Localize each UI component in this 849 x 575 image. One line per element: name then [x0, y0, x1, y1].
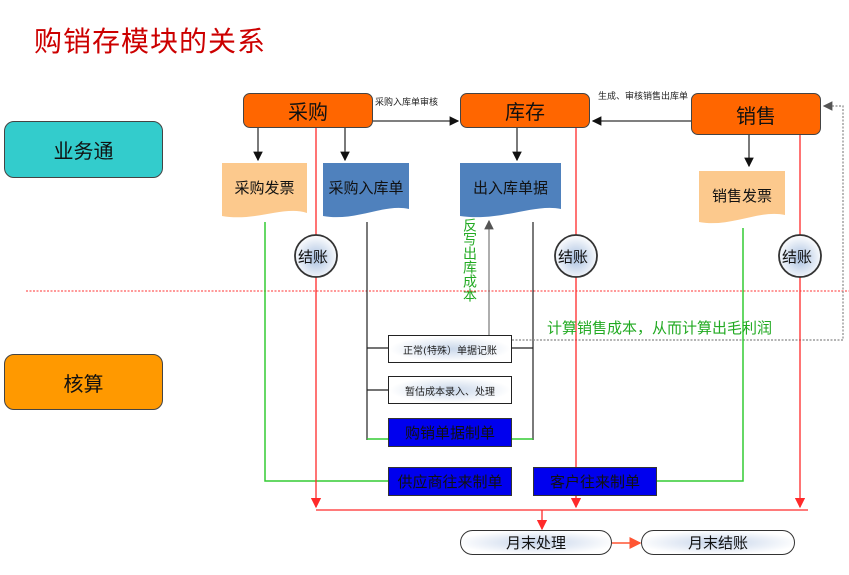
annotation-calc-sales-cost: 计算销售成本，从而计算出毛利润 — [547, 319, 773, 337]
box-estimate-cost[interactable]: 暂估成本录入、处理 — [388, 376, 512, 404]
checkout-circle-sales — [778, 234, 822, 278]
lane-business: 业务通 — [4, 121, 163, 178]
box-purchase-sales-voucher[interactable]: 购销单据制单 — [388, 418, 512, 447]
doc-sales-invoice[interactable]: 销售发票 — [711, 187, 772, 205]
checkout-circle-purchase — [294, 234, 338, 278]
month-end-closing[interactable]: 月末结账 — [641, 530, 795, 555]
process-sales[interactable]: 销售 — [691, 93, 821, 135]
annotation-write-back-cost: 反写出库成本 — [461, 218, 477, 302]
box-supplier-voucher[interactable]: 供应商往来制单 — [388, 467, 512, 496]
month-end-processing[interactable]: 月末处理 — [460, 530, 612, 555]
purchase-receipt-doc-shape — [323, 163, 409, 218]
checkout-inventory-label: 结账 — [558, 248, 589, 266]
sales-invoice-doc-shape — [699, 171, 785, 224]
process-inventory[interactable]: 库存 — [460, 93, 590, 128]
doc-purchase-invoice[interactable]: 采购发票 — [234, 179, 295, 197]
process-purchase[interactable]: 采购 — [243, 93, 373, 128]
doc-purchase-receipt[interactable]: 采购入库单 — [328, 179, 404, 197]
checkout-purchase-label: 结账 — [298, 248, 329, 266]
checkout-sales-label: 结账 — [782, 248, 813, 266]
line-purchase-invoice-voucher — [264, 222, 388, 482]
inout-docs-doc-shape — [460, 163, 561, 218]
label-sales-outbound: 生成、审核销售出库单 — [598, 92, 689, 102]
box-customer-voucher[interactable]: 客户往来制单 — [533, 467, 657, 496]
doc-inout-docs[interactable]: 出入库单据 — [472, 179, 548, 197]
purchase-invoice-doc-shape — [222, 163, 307, 218]
lane-accounting: 核算 — [4, 354, 163, 410]
checkout-circle-inventory — [554, 234, 598, 278]
page-title: 购销存模块的关系 — [34, 25, 267, 58]
line-sales-invoice-voucher — [657, 228, 744, 482]
arrow-cost-loop — [512, 101, 844, 341]
box-document-posting[interactable]: 正常(特殊）单据记账 — [388, 335, 512, 363]
label-purchase-receipt-audit: 采购入库单审核 — [375, 98, 439, 108]
